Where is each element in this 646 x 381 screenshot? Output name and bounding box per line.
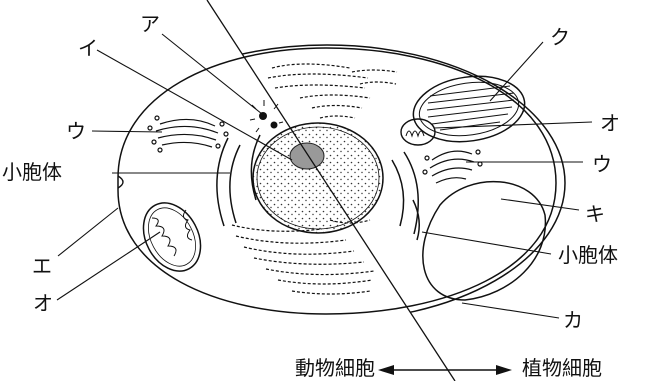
label-animal-cell: 動物細胞 bbox=[295, 358, 375, 378]
label-ka: カ bbox=[563, 310, 583, 330]
label-a: ア bbox=[140, 14, 160, 34]
rough-er-bottom bbox=[232, 220, 374, 294]
mitochondrion-left bbox=[132, 193, 212, 281]
chloroplast bbox=[409, 70, 529, 149]
label-u-left: ウ bbox=[66, 121, 86, 141]
mitochondrion-right bbox=[401, 119, 435, 145]
centrosome bbox=[250, 100, 283, 132]
label-e: エ bbox=[32, 256, 52, 276]
label-u-right: ウ bbox=[592, 154, 612, 174]
label-ki: キ bbox=[585, 204, 605, 224]
label-plant-cell: 植物細胞 bbox=[522, 358, 602, 378]
rough-er-top bbox=[268, 64, 397, 118]
label-i: イ bbox=[78, 38, 98, 58]
label-er-left: 小胞体 bbox=[2, 162, 62, 182]
label-o-right: オ bbox=[600, 113, 620, 133]
golgi-left bbox=[148, 116, 228, 152]
label-ku: ク bbox=[550, 27, 570, 47]
golgi-right bbox=[423, 150, 482, 183]
label-o-left: オ bbox=[33, 293, 53, 313]
label-er-right: 小胞体 bbox=[558, 245, 618, 265]
nucleus bbox=[253, 123, 383, 233]
